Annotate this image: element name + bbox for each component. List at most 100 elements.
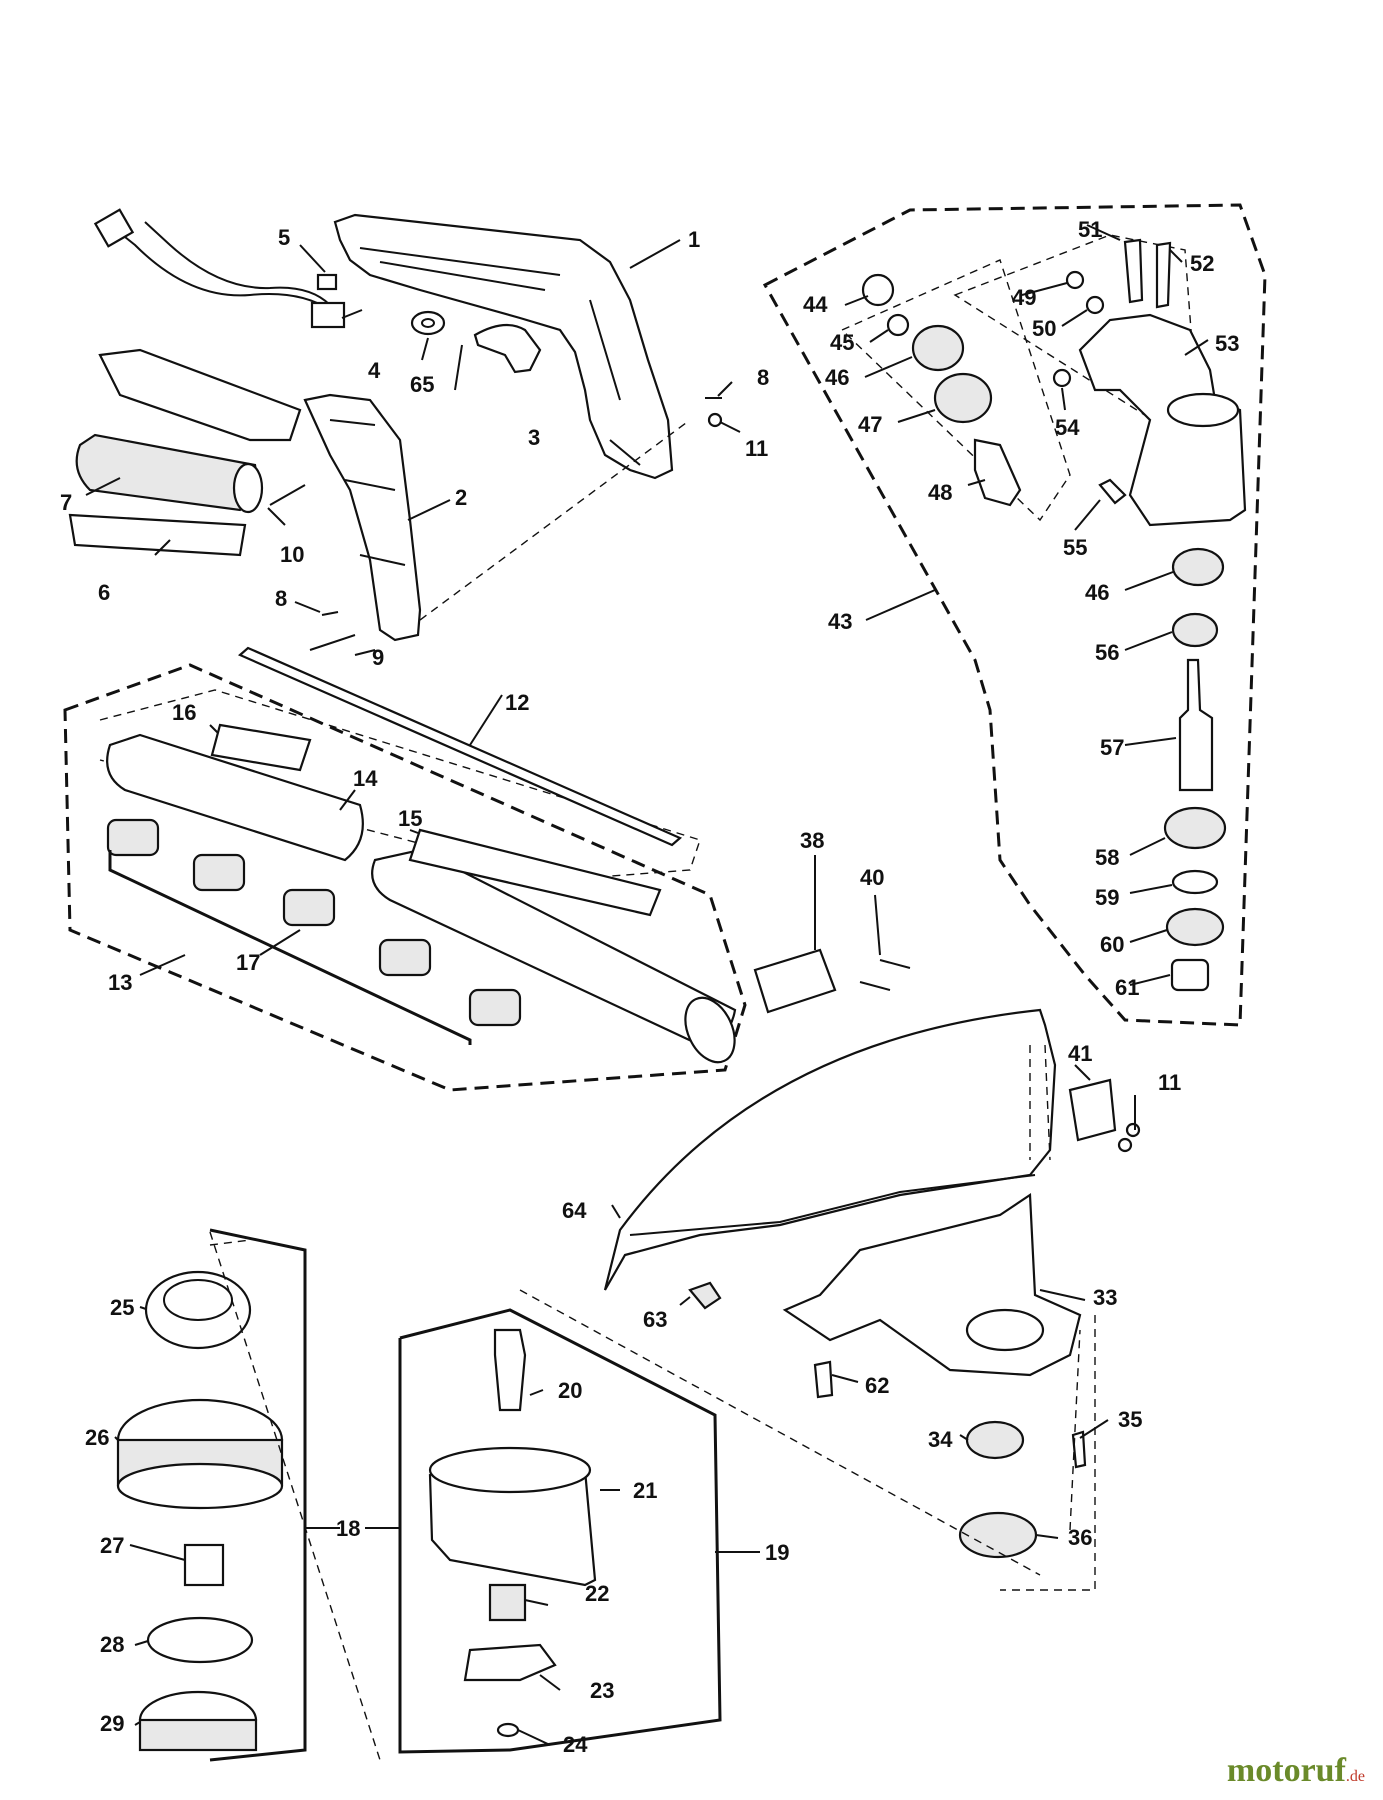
label-part-27: 27 <box>100 1533 124 1558</box>
label-part-56: 56 <box>1095 640 1119 665</box>
part-58-bearing <box>1163 806 1227 850</box>
part-45-ring <box>886 313 910 337</box>
label-part-12: 12 <box>505 690 529 715</box>
label-part-6: 6 <box>98 580 110 605</box>
label-part-23: 23 <box>590 1678 614 1703</box>
group-18-bracket <box>209 1228 307 1762</box>
part-24-ring <box>496 1722 520 1738</box>
part-11-washer-lower-b <box>1117 1137 1133 1153</box>
label-part-9: 9 <box>372 645 384 670</box>
part-35-screw <box>1071 1430 1087 1469</box>
label-part-54: 54 <box>1055 415 1080 440</box>
part-36-retainer <box>958 1511 1038 1559</box>
label-part-14: 14 <box>353 766 378 791</box>
label-part-47: 47 <box>858 412 882 437</box>
label-part-46-a: 46 <box>825 365 849 390</box>
label-part-8-a: 8 <box>757 365 769 390</box>
label-part-35: 35 <box>1118 1407 1142 1432</box>
part-14-tube-upper <box>106 733 364 862</box>
part-28-cover <box>146 1616 254 1664</box>
label-part-55: 55 <box>1063 535 1087 560</box>
part-61-spacer <box>1170 958 1210 992</box>
site-watermark: motoruf.de <box>1227 1752 1365 1790</box>
label-part-1: 1 <box>688 227 700 252</box>
label-part-49: 49 <box>1012 285 1036 310</box>
label-part-24: 24 <box>563 1732 588 1757</box>
gearhead-group <box>762 203 1267 1027</box>
label-part-38: 38 <box>800 828 824 853</box>
part-63-nut <box>688 1281 722 1310</box>
label-part-21: 21 <box>633 1478 657 1503</box>
part-48-pinion <box>973 438 1022 507</box>
part-9-screw <box>309 634 356 651</box>
label-part-22: 22 <box>585 1581 609 1606</box>
label-part-50: 50 <box>1032 316 1056 341</box>
group-19-bracket <box>398 1308 722 1754</box>
label-part-3: 3 <box>528 425 540 450</box>
label-part-64: 64 <box>562 1198 587 1223</box>
leader-lines <box>85 224 1209 1746</box>
label-part-58: 58 <box>1095 845 1119 870</box>
label-part-5: 5 <box>278 225 290 250</box>
label-part-26: 26 <box>85 1425 109 1450</box>
part-12-drive-shaft <box>237 646 683 847</box>
label-part-19: 19 <box>765 1540 789 1565</box>
part-25-spool <box>144 1270 252 1350</box>
part-5-nut <box>316 273 338 291</box>
part-15-decal <box>408 828 662 917</box>
part-55-screw <box>1098 478 1127 505</box>
label-part-4: 4 <box>368 358 381 383</box>
label-part-44: 44 <box>803 292 828 317</box>
handle-assembly <box>68 208 723 651</box>
label-part-11-a: 11 <box>745 436 768 461</box>
part-20-bolt <box>493 1328 527 1412</box>
part-33-bracket <box>782 1193 1082 1377</box>
label-part-16: 16 <box>172 700 196 725</box>
part-59-snap-ring <box>1171 869 1219 895</box>
part-40-screw-b <box>859 981 891 991</box>
spool-group <box>116 1228 307 1762</box>
part-38-decal <box>753 948 837 1014</box>
part-50-washer <box>1085 295 1105 315</box>
label-part-33: 33 <box>1093 1285 1117 1310</box>
label-part-25: 25 <box>110 1295 134 1320</box>
group-13-outline <box>63 663 747 1092</box>
label-part-61: 61 <box>1115 975 1139 1000</box>
part-44-snap-ring <box>861 273 895 307</box>
part-22-spring <box>488 1583 527 1622</box>
label-part-2: 2 <box>455 485 467 510</box>
label-part-46-b: 46 <box>1085 580 1109 605</box>
group-43-outline <box>762 203 1267 1027</box>
part-53-gear-housing <box>1078 313 1247 527</box>
part-47-bearing <box>933 372 993 424</box>
part-2-bracket <box>303 393 422 642</box>
label-part-62: 62 <box>865 1373 889 1398</box>
part-49-washer <box>1065 270 1085 290</box>
label-part-10: 10 <box>280 542 304 567</box>
label-part-28: 28 <box>100 1632 124 1657</box>
part-3-trigger <box>473 323 542 374</box>
part-11-washer-lower-a <box>1125 1122 1141 1138</box>
part-57-spindle <box>1178 658 1214 792</box>
label-part-11-b: 11 <box>1158 1070 1181 1095</box>
label-part-15: 15 <box>398 806 422 831</box>
label-part-60: 60 <box>1100 932 1124 957</box>
label-part-48: 48 <box>928 480 952 505</box>
part-51-screw <box>1123 238 1144 304</box>
part-11-washer-upper <box>707 412 723 428</box>
shaft-group <box>63 646 747 1092</box>
watermark-tld: .de <box>1345 1768 1365 1785</box>
label-part-59: 59 <box>1095 885 1119 910</box>
part-46-bearing-upper <box>911 324 965 372</box>
part-number-labels: 1 2 3 4 5 6 7 8 8 9 10 11 11 12 13 14 15… <box>60 217 1239 1757</box>
part-10-screw <box>269 484 306 506</box>
part-52-screw <box>1155 241 1172 309</box>
label-part-20: 20 <box>558 1378 582 1403</box>
part-54-washer <box>1052 368 1072 388</box>
label-part-29: 29 <box>100 1711 124 1736</box>
label-part-43: 43 <box>828 609 852 634</box>
label-part-7: 7 <box>60 490 72 515</box>
label-part-8-b: 8 <box>275 586 287 611</box>
part-27-insert <box>183 1543 225 1587</box>
